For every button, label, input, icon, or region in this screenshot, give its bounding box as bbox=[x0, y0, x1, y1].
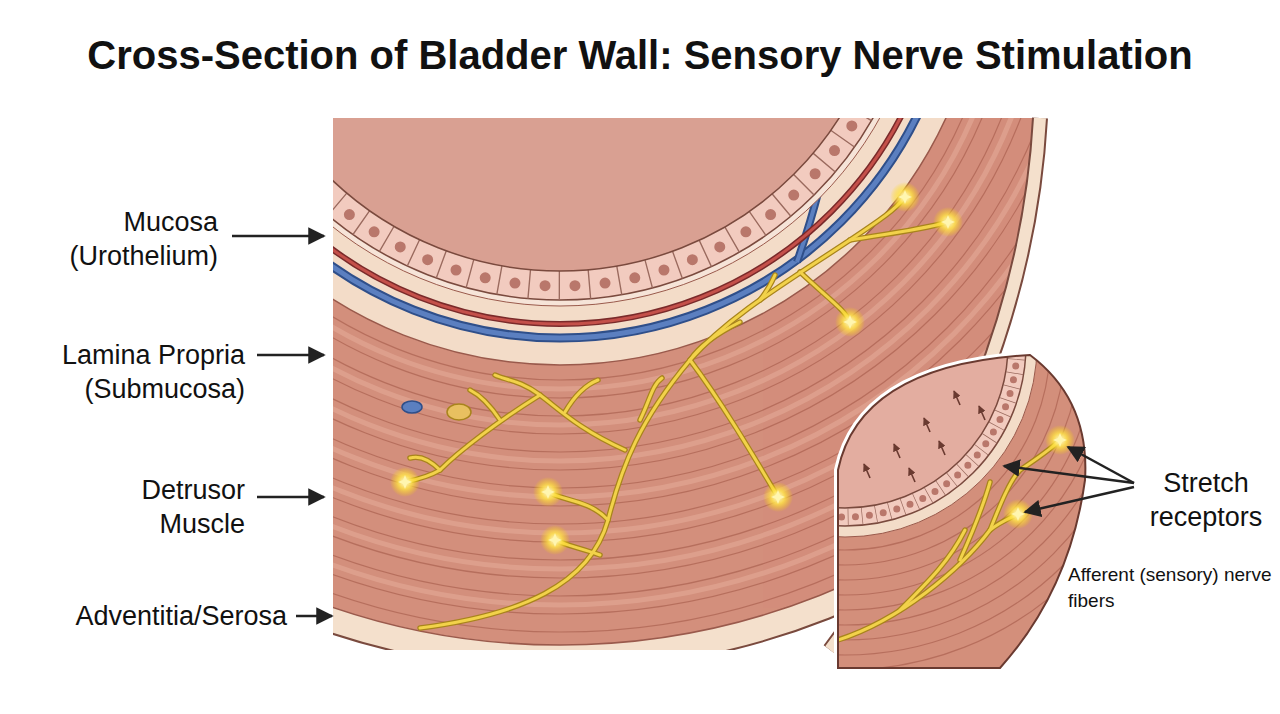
part-label: Adventitia/Serosa bbox=[5, 599, 287, 633]
pressure-arrow bbox=[939, 441, 945, 455]
title-text: Cross-Section of Bladder Wall: Sensory N… bbox=[87, 33, 1192, 77]
cell-nuclei bbox=[673, 173, 1017, 517]
part-label: Afferent (sensory) nerve fibers bbox=[1068, 562, 1273, 614]
inset-urothelium bbox=[664, 164, 1026, 526]
pressure-arrow bbox=[894, 444, 900, 458]
part-label: Mucosa (Urothelium) bbox=[18, 205, 218, 273]
cell-borders bbox=[673, 173, 1017, 517]
muscle-fiber bbox=[625, 125, 1065, 565]
pressure-arrow bbox=[979, 406, 985, 420]
nerve-spark bbox=[835, 307, 865, 337]
inset-border bbox=[838, 355, 1085, 668]
muscle-fiber bbox=[0, 0, 1162, 542]
pressure-arrow bbox=[954, 391, 960, 405]
leader-arrow bbox=[1025, 487, 1134, 512]
nerve-spark bbox=[763, 482, 793, 512]
leader-arrow bbox=[232, 235, 324, 238]
pressure-arrow bbox=[864, 464, 870, 478]
nerve-spark bbox=[533, 477, 563, 507]
nerve-spark bbox=[390, 467, 420, 497]
wall-section bbox=[0, 0, 1280, 670]
leader-arrow bbox=[257, 354, 324, 357]
muscle-band bbox=[0, 0, 1153, 533]
leader-arrow bbox=[296, 615, 332, 618]
muscle-fiber bbox=[0, 0, 1144, 524]
pressure-arrow bbox=[909, 468, 915, 482]
nerve-spark bbox=[933, 207, 963, 237]
muscle-fiber bbox=[610, 110, 1080, 580]
nerve-spark bbox=[1003, 499, 1033, 529]
leader-arrows bbox=[232, 236, 1134, 616]
nerve-spark bbox=[540, 525, 570, 555]
adventitia-layer bbox=[0, 0, 1280, 670]
muscle-fiber bbox=[0, 0, 1180, 560]
part-label: Lamina Propria (Submucosa) bbox=[25, 338, 245, 406]
nerve-spark bbox=[1045, 425, 1075, 455]
muscle-fiber bbox=[580, 80, 1110, 610]
muscle-fiber bbox=[535, 35, 1155, 655]
muscle-fiber bbox=[595, 95, 1095, 595]
diagram-title: Cross-Section of Bladder Wall: Sensory N… bbox=[0, 31, 1280, 79]
leader-arrow bbox=[1004, 466, 1134, 483]
inset-lumen bbox=[682, 182, 1008, 508]
part-label: Detrusor Muscle bbox=[95, 473, 245, 541]
vessel-section bbox=[402, 401, 422, 413]
muscle-fiber bbox=[550, 50, 1140, 640]
muscle-fiber bbox=[565, 65, 1125, 625]
detrusor-layer bbox=[0, 0, 1265, 645]
nerve-spark bbox=[890, 182, 920, 212]
pressure-arrow bbox=[924, 418, 930, 432]
pressure-arrows bbox=[864, 391, 985, 482]
fat-cell bbox=[447, 404, 471, 420]
inset-lamina bbox=[653, 153, 1037, 537]
leader-arrow bbox=[1068, 447, 1134, 483]
part-label: Stretch receptors bbox=[1138, 466, 1274, 534]
leader-arrow bbox=[257, 496, 324, 499]
